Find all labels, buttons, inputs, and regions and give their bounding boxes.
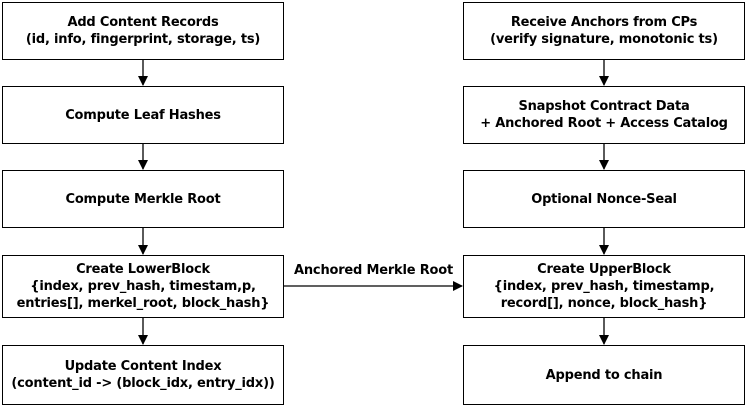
create-lowerblock-box: Create LowerBlock {index, prev_hash, tim…: [2, 255, 284, 318]
box-title: Snapshot Contract Data: [518, 99, 690, 114]
box-title: Add Content Records: [67, 15, 219, 30]
append-to-chain-box: Append to chain: [463, 345, 745, 405]
create-upperblock-box: Create UpperBlock {index, prev_hash, tim…: [463, 255, 745, 318]
box-detail: + Anchored Root + Access Catalog: [480, 116, 728, 131]
receive-anchors-box: Receive Anchors from CPs (verify signatu…: [463, 2, 745, 60]
compute-leaf-hashes-box: Compute Leaf Hashes: [2, 86, 284, 144]
box-detail: (verify signature, monotonic ts): [490, 32, 718, 47]
box-detail: record[], nonce, block_hash}: [500, 296, 708, 311]
box-detail: entries[], merkel_root, block_hash}: [16, 296, 270, 311]
box-title: Compute Leaf Hashes: [65, 107, 221, 123]
update-content-index-box: Update Content Index (content_id -> (blo…: [2, 345, 284, 405]
box-title: Append to chain: [545, 367, 663, 383]
box-title: Compute Merkle Root: [65, 191, 221, 207]
box-title: Update Content Index: [64, 359, 222, 374]
box-title: Receive Anchors from CPs: [510, 15, 698, 30]
box-title: Optional Nonce-Seal: [531, 191, 677, 207]
box-detail: (content_id -> (block_idx, entry_idx)): [11, 376, 275, 391]
box-title: Create UpperBlock: [537, 262, 671, 277]
snapshot-contract-data-box: Snapshot Contract Data + Anchored Root +…: [463, 86, 745, 144]
optional-nonce-seal-box: Optional Nonce-Seal: [463, 170, 745, 228]
anchored-merkle-root-label: Anchored Merkle Root: [294, 263, 453, 278]
box-detail: {index, prev_hash, timestam,p,: [30, 279, 256, 294]
box-detail: (id, info, fingerprint, storage, ts): [25, 32, 261, 47]
box-detail: {index, prev_hash, timestamp,: [493, 279, 715, 294]
add-content-records-box: Add Content Records (id, info, fingerpri…: [2, 2, 284, 60]
box-title: Create LowerBlock: [76, 262, 210, 277]
compute-merkle-root-box: Compute Merkle Root: [2, 170, 284, 228]
